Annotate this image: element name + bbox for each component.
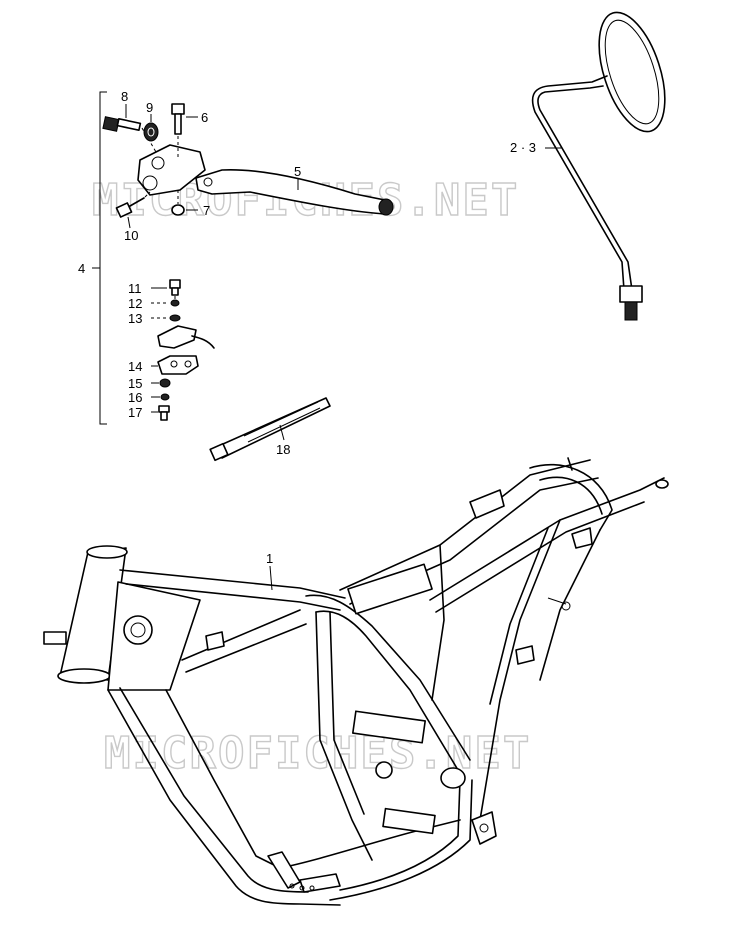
screw-11: [169, 279, 181, 296]
callout-label-13: 13: [128, 311, 142, 326]
callout-label-1: 1: [266, 551, 273, 566]
clutch-lever: [195, 168, 394, 216]
washer-15: [159, 378, 171, 388]
bracket-4: 4: [78, 91, 107, 425]
callout-label-7: 7: [203, 203, 210, 218]
bolt-10: [115, 191, 151, 218]
callout-label-8: 8: [121, 89, 128, 104]
callout-label-12: 12: [128, 296, 142, 311]
watermark-bottom: MICROFICHES.NET: [104, 728, 531, 779]
nut-13: [169, 314, 181, 322]
washer-9: [143, 122, 159, 142]
callout-label-17: 17: [128, 405, 142, 420]
clamp-14: [157, 355, 199, 375]
switch-plate-with-wire: [157, 325, 215, 349]
callout-label-14: 14: [128, 359, 142, 374]
nut-7: [171, 190, 185, 216]
mirror-assembly: [531, 11, 666, 321]
washer-12: [170, 296, 180, 307]
callout-label-4: 4: [78, 261, 85, 276]
screw-6: [171, 103, 185, 160]
callout-label-10: 10: [124, 228, 138, 243]
callout-label-16: 16: [128, 390, 142, 405]
callout-label-11: 11: [128, 281, 142, 296]
callout-label-9: 9: [146, 100, 153, 115]
callout-2-3: 2 · 3: [510, 140, 562, 155]
lever-holder: [137, 144, 206, 196]
screw-17: [158, 405, 170, 421]
callout-label-15: 15: [128, 376, 142, 391]
callout-label-6: 6: [201, 110, 208, 125]
frame: [43, 457, 669, 906]
cable-tie-18: [209, 397, 331, 462]
washer-16: [160, 393, 170, 401]
callout-label-18: 18: [276, 442, 290, 457]
bolt-8: [102, 116, 157, 153]
callout-label-2-3: 2 · 3: [510, 140, 536, 155]
callout-label-5: 5: [294, 164, 301, 179]
